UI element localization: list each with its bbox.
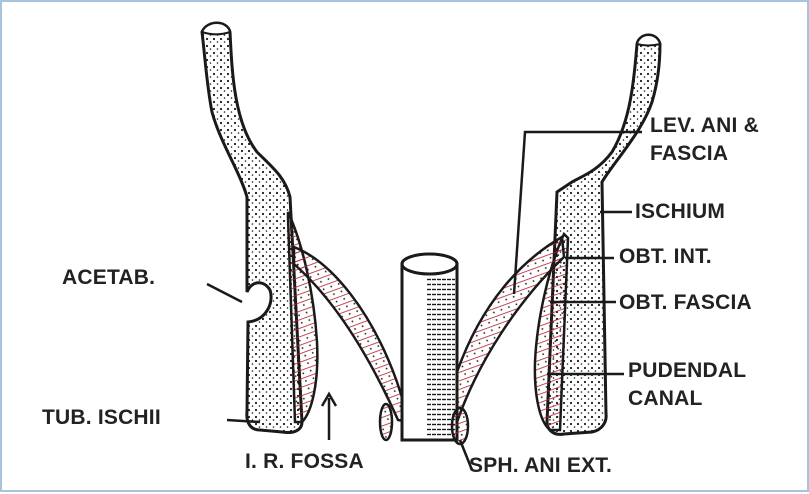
label-tub-ischii: TUB. ISCHII	[42, 406, 161, 430]
label-obt-int: OBT. INT.	[619, 245, 712, 269]
label-obt-fascia: OBT. FASCIA	[619, 291, 752, 315]
anal-canal-cylinder	[402, 254, 457, 440]
label-acetab: ACETAB.	[62, 266, 155, 290]
acetab-leader	[207, 284, 242, 302]
label-pudendal-line1: PUDENDAL	[628, 359, 746, 383]
label-ir-fossa: I. R. FOSSA	[245, 450, 364, 474]
label-pudendal-line2: CANAL	[628, 387, 703, 411]
label-ischium: ISCHIUM	[635, 200, 725, 224]
right-external-sphincter	[452, 408, 468, 444]
label-lev-ani-line2: FASCIA	[650, 142, 728, 166]
label-lev-ani-line1: LEV. ANI &	[650, 114, 759, 138]
left-external-sphincter	[380, 404, 392, 440]
label-sph-ani-ext: SPH. ANI EXT.	[469, 454, 612, 478]
left-ischium-bone	[202, 23, 302, 433]
